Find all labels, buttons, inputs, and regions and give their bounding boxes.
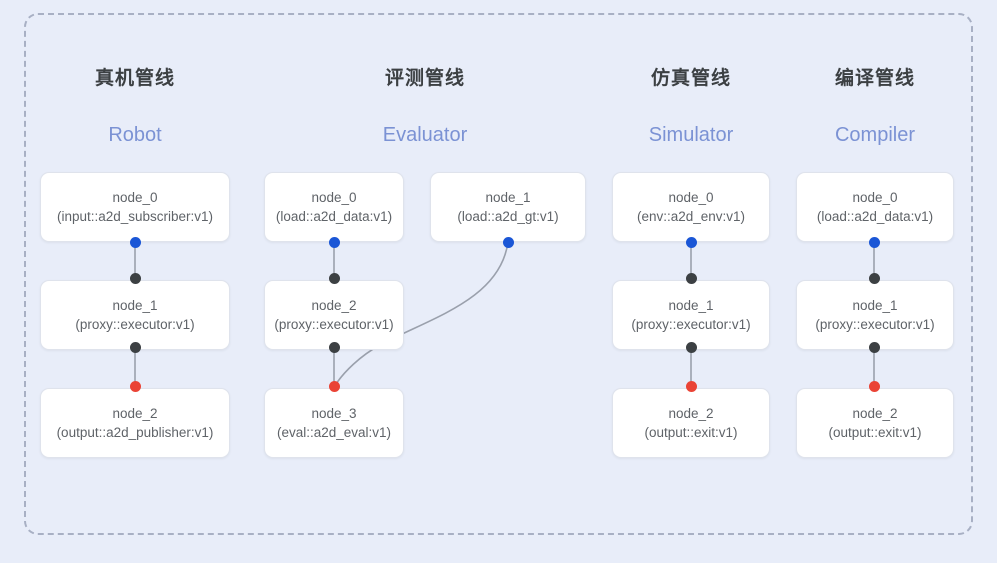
port-input-evaluator-1[interactable]	[502, 236, 514, 248]
port-input-evaluator-3[interactable]	[328, 380, 340, 392]
column-subtitle-robot: Robot	[108, 124, 162, 146]
port-output-evaluator-2[interactable]	[328, 341, 340, 353]
port-input-robot-2[interactable]	[129, 380, 141, 392]
column-title-evaluator: 评测管线	[384, 68, 465, 89]
node-type: (load::a2d_data:v1)	[275, 209, 393, 224]
node-compiler-2[interactable]: node_2 (output::exit:v1)	[796, 388, 954, 458]
node-name: node_2	[668, 406, 714, 421]
node-name: node_0	[668, 190, 714, 205]
node-compiler-0[interactable]: node_0 (load::a2d_data:v1)	[796, 172, 954, 242]
port-input-robot-0[interactable]	[129, 236, 141, 248]
node-compiler-1[interactable]: node_1 (proxy::executor:v1)	[796, 280, 954, 350]
port-output-compiler-1[interactable]	[868, 341, 880, 353]
node-evaluator-2[interactable]: node_2 (proxy::executor:v1)	[264, 280, 404, 350]
node-name: node_2	[112, 406, 158, 421]
node-simulator-0[interactable]: node_0 (env::a2d_env:v1)	[612, 172, 770, 242]
node-type: (output::exit:v1)	[828, 425, 922, 440]
node-name: node_0	[112, 190, 158, 205]
node-name: node_1	[852, 298, 898, 313]
node-type: (env::a2d_env:v1)	[636, 209, 746, 224]
node-name: node_0	[311, 190, 357, 205]
port-output-robot-1[interactable]	[129, 341, 141, 353]
node-type: (proxy::executor:v1)	[631, 317, 751, 332]
diagram-dashed-frame	[24, 13, 973, 535]
column-subtitle-evaluator: Evaluator	[382, 124, 468, 146]
port-output-simulator-1[interactable]	[685, 341, 697, 353]
node-type: (proxy::executor:v1)	[75, 317, 195, 332]
column-subtitle-compiler: Compiler	[834, 124, 916, 146]
node-type: (output::exit:v1)	[644, 425, 738, 440]
column-title-robot: 真机管线	[94, 68, 175, 89]
node-simulator-1[interactable]: node_1 (proxy::executor:v1)	[612, 280, 770, 350]
node-type: (output::a2d_publisher:v1)	[56, 425, 214, 440]
column-subtitle-simulator: Simulator	[648, 124, 734, 146]
node-type: (proxy::executor:v1)	[274, 317, 394, 332]
node-name: node_1	[485, 190, 531, 205]
node-name: node_1	[112, 298, 158, 313]
port-input-simulator-1[interactable]	[685, 272, 697, 284]
column-title-simulator: 仿真管线	[650, 68, 731, 89]
port-input-simulator-0[interactable]	[685, 236, 697, 248]
node-type: (load::a2d_gt:v1)	[457, 209, 559, 224]
node-name: node_0	[852, 190, 898, 205]
node-type: (load::a2d_data:v1)	[816, 209, 934, 224]
port-input-compiler-2[interactable]	[868, 380, 880, 392]
port-input-simulator-2[interactable]	[685, 380, 697, 392]
node-robot-0[interactable]: node_0 (input::a2d_subscriber:v1)	[40, 172, 230, 242]
port-input-compiler-0[interactable]	[868, 236, 880, 248]
port-input-evaluator-0[interactable]	[328, 236, 340, 248]
node-robot-2[interactable]: node_2 (output::a2d_publisher:v1)	[40, 388, 230, 458]
node-type: (input::a2d_subscriber:v1)	[56, 209, 214, 224]
column-title-compiler: 编译管线	[834, 68, 915, 89]
node-evaluator-1[interactable]: node_1 (load::a2d_gt:v1)	[430, 172, 586, 242]
node-name: node_1	[668, 298, 714, 313]
node-evaluator-3[interactable]: node_3 (eval::a2d_eval:v1)	[264, 388, 404, 458]
node-type: (eval::a2d_eval:v1)	[276, 425, 392, 440]
port-input-evaluator-2[interactable]	[328, 272, 340, 284]
port-input-robot-1[interactable]	[129, 272, 141, 284]
node-name: node_2	[311, 298, 357, 313]
node-simulator-2[interactable]: node_2 (output::exit:v1)	[612, 388, 770, 458]
node-type: (proxy::executor:v1)	[815, 317, 935, 332]
node-name: node_3	[311, 406, 357, 421]
node-evaluator-0[interactable]: node_0 (load::a2d_data:v1)	[264, 172, 404, 242]
port-input-compiler-1[interactable]	[868, 272, 880, 284]
node-robot-1[interactable]: node_1 (proxy::executor:v1)	[40, 280, 230, 350]
node-name: node_2	[852, 406, 898, 421]
